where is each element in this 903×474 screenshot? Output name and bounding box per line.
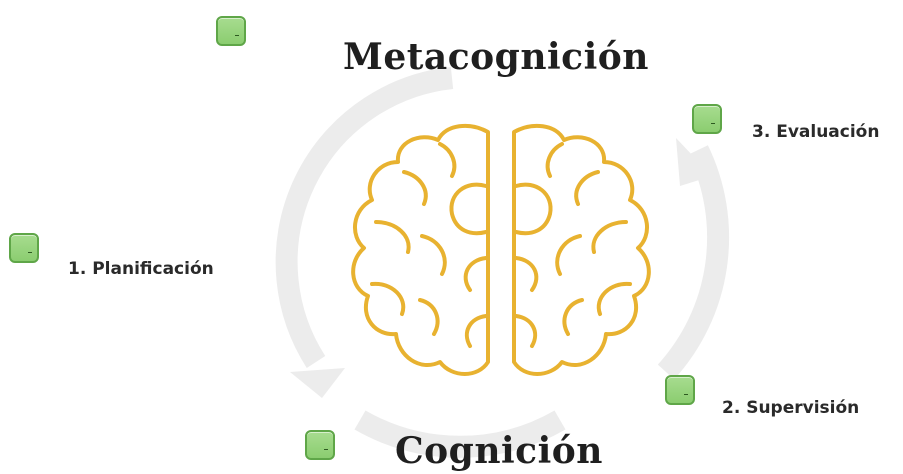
step-evaluacion-label: 3. Evaluación [752,122,880,142]
cycle-arc-right [657,145,730,380]
annotation-marker-top[interactable] [216,16,246,46]
brain-right-hemisphere [512,123,651,376]
cycle-arc-left [275,67,454,368]
brain-fold [555,234,582,276]
brain-fold [562,298,584,336]
cycle-arrowhead-left [290,368,345,398]
step-supervision-label: 2. Supervisión [722,398,860,418]
brain-fold [370,281,406,316]
brain-fold [574,170,600,206]
title-cognition: Cognición [395,430,603,472]
brain-fold [438,142,457,178]
brain-fold [514,256,539,292]
brain-fold [514,182,553,236]
brain-fold [545,142,564,178]
cycle-arrows [275,67,730,458]
brain-fold [449,182,488,236]
brain-fold [464,314,488,348]
brain-fold [596,281,632,316]
brain-left-hemisphere [351,123,490,376]
brain-icon [351,123,651,376]
annotation-marker-evaluacion[interactable] [692,104,722,134]
annotation-marker-planificacion[interactable] [9,233,39,263]
annotation-marker-cognicion[interactable] [305,430,335,460]
brain-fold [463,256,488,292]
annotation-marker-supervision[interactable] [665,375,695,405]
step-planificacion-label: 1. Planificación [68,259,214,279]
brain-fold [420,234,447,276]
cycle-arrowhead-right [676,138,712,186]
brain-fold [514,314,538,348]
brain-fold [591,220,628,254]
cycle-arc-bottom [354,410,566,458]
brain-fold [374,220,411,254]
brain-fold [402,170,428,206]
title-metacognition: Metacognición [343,36,649,78]
brain-fold [418,298,440,336]
